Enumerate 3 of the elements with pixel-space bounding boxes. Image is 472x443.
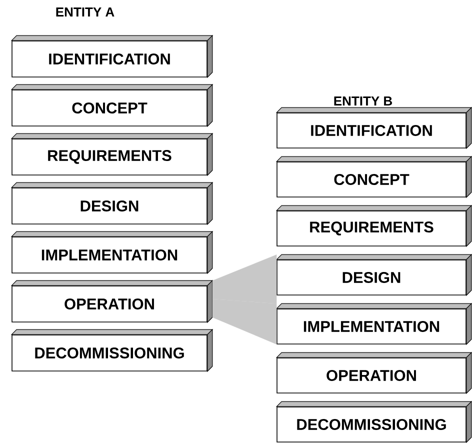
projection-wedge	[212, 254, 277, 304]
projection-wedge	[212, 298, 277, 344]
column-heading: ENTITY A	[56, 8, 114, 16]
